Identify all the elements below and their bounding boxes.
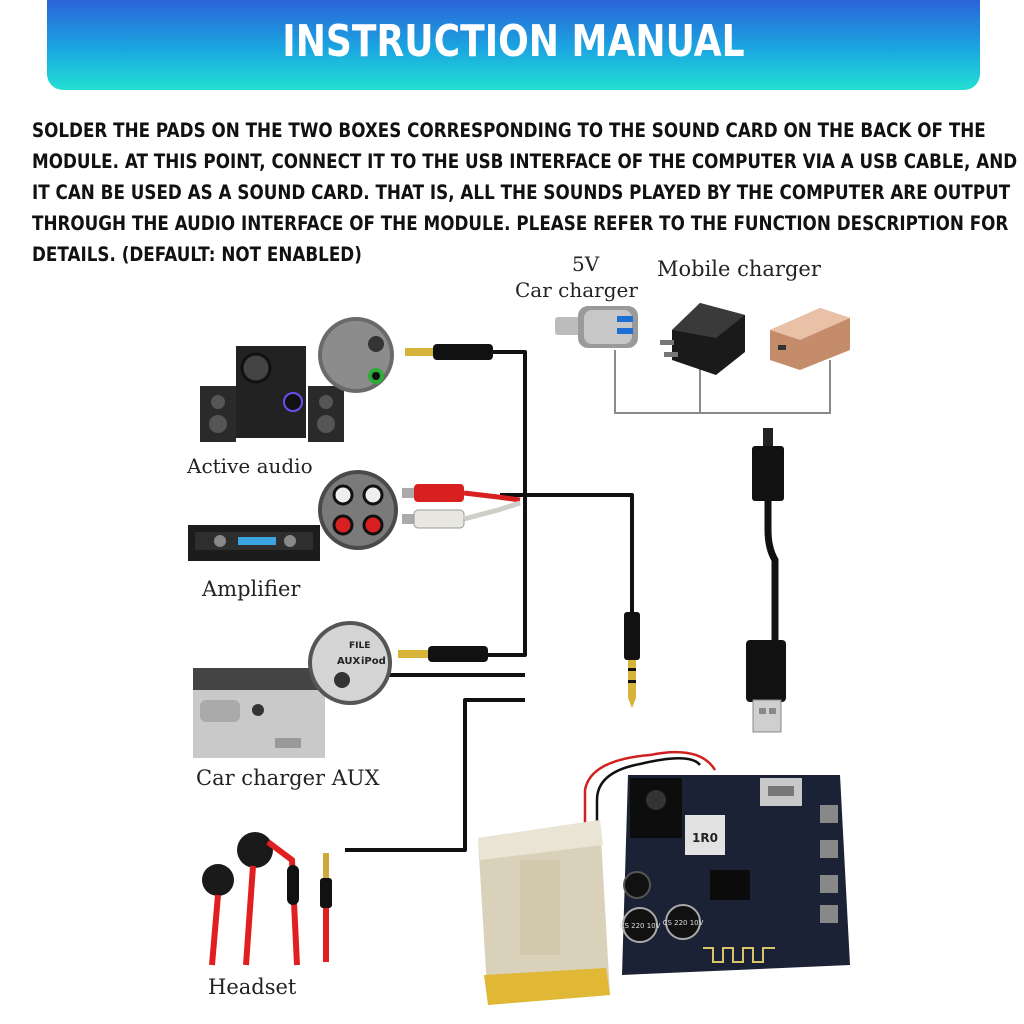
car-charger-icon <box>555 306 638 348</box>
instruction-line: MODULE. AT THIS POINT, CONNECT IT TO THE… <box>32 150 1018 173</box>
rca-plugs-icon <box>402 484 521 529</box>
aux-port-closeup-icon: AUX iPod FILE <box>308 621 392 705</box>
cable-car-aux <box>486 495 527 657</box>
file-text: FILE <box>349 641 370 651</box>
power-bank-icon <box>770 308 850 370</box>
label-headset: Headset <box>208 975 297 999</box>
capacitor-2-text: CS 220 10V <box>663 919 704 927</box>
lipo-battery-icon <box>478 820 610 1005</box>
label-mobile-charger: Mobile charger <box>657 257 821 281</box>
label-car-charger: Car charger <box>515 278 638 302</box>
aux-jack-top <box>405 344 493 360</box>
capacitor-1-text: CS 220 10V <box>620 922 661 930</box>
audio-jack-panel-icon <box>318 317 394 393</box>
instruction-line: IT CAN BE USED AS A SOUND CARD. THAT IS,… <box>32 181 1011 204</box>
inductor-text: 1R0 <box>692 831 718 845</box>
aux-text: AUX <box>337 656 361 667</box>
page-title: INSTRUCTION MANUAL <box>282 16 745 67</box>
amplifier-icon <box>188 525 320 561</box>
rca-panel-icon <box>318 470 398 550</box>
header-banner: INSTRUCTION MANUAL <box>47 0 980 90</box>
instruction-line: DETAILS. (DEFAULT: NOT ENABLED) <box>32 243 362 266</box>
label-5v: 5V <box>572 252 600 276</box>
instruction-line: THROUGH THE AUDIO INTERFACE OF THE MODUL… <box>32 212 1009 235</box>
ipod-text: iPod <box>361 656 386 667</box>
cable-amplifier-junction <box>500 493 634 615</box>
instruction-line: SOLDER THE PADS ON THE TWO BOXES CORRESP… <box>32 119 986 142</box>
headset-icon <box>202 832 332 966</box>
aux-jack-vertical <box>624 612 640 708</box>
label-car-charger-aux: Car charger AUX <box>196 766 380 790</box>
cable-active-audio <box>490 350 527 495</box>
usb-cable-icon <box>746 428 786 733</box>
label-amplifier: Amplifier <box>202 577 301 601</box>
bluetooth-module-icon: 1R0 CS 220 10V CS 220 10V <box>620 775 850 975</box>
car-aux-panel-icon <box>193 668 325 758</box>
wiring-lines <box>345 350 634 852</box>
instruction-text: SOLDER THE PADS ON THE TWO BOXES CORRESP… <box>32 115 1018 270</box>
label-active-audio: Active audio <box>187 454 313 478</box>
active-speakers-icon <box>200 346 344 442</box>
cable-headset <box>345 698 525 852</box>
wall-charger-icon <box>660 303 745 375</box>
aux-jack-middle <box>398 646 488 662</box>
